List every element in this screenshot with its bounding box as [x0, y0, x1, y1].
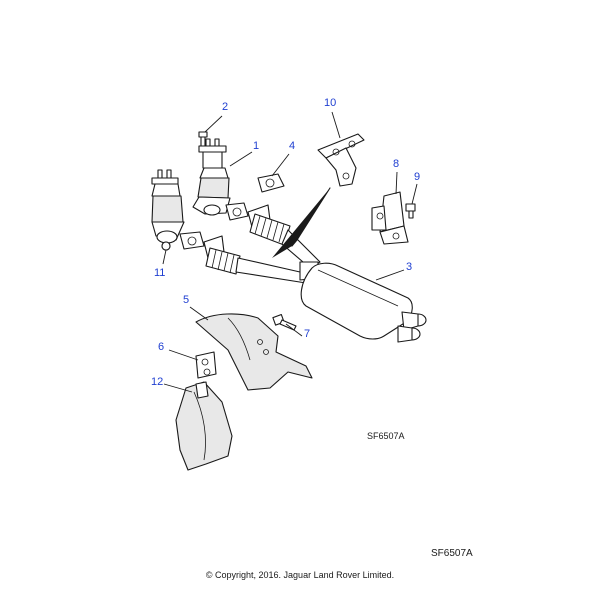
part-4-gasket [257, 173, 285, 193]
callout-3: 3 [406, 261, 413, 273]
callout-8: 8 [393, 158, 400, 170]
part-7-bolt [272, 313, 297, 331]
callout-2: 2 [222, 101, 229, 113]
callout-5: 5 [183, 294, 190, 306]
catalytic-converter-left [151, 169, 185, 251]
callout-9: 9 [414, 171, 421, 183]
callout-4: 4 [289, 140, 296, 152]
part-10-mounting-bracket [317, 133, 365, 187]
callout-10: 10 [324, 97, 337, 109]
leader-lines [162, 111, 418, 393]
wedge-pointer [272, 187, 331, 258]
callout-12: 12 [151, 376, 164, 388]
part-9-bolt [405, 203, 416, 219]
callout-1: 1 [253, 140, 260, 152]
callout-7: 7 [304, 328, 311, 340]
flex-pipe-lower [205, 247, 241, 275]
part-12-lower-heat-shield [175, 381, 233, 471]
part-3-rear-silencer [300, 262, 427, 343]
callout-11: 11 [154, 267, 166, 279]
part-5-heat-shield [195, 313, 313, 391]
copyright-notice: © Copyright, 2016. Jaguar Land Rover Lim… [205, 570, 395, 580]
diagram-reference-code: SF6507A [367, 431, 405, 441]
part-6-bracket [195, 351, 217, 379]
callout-6: 6 [158, 341, 165, 353]
page-reference-code: SF6507A [431, 548, 473, 559]
part-11-nut [161, 241, 171, 251]
part-8-rear-bracket [371, 191, 409, 245]
part-1-catalytic-converter-right [192, 138, 231, 216]
